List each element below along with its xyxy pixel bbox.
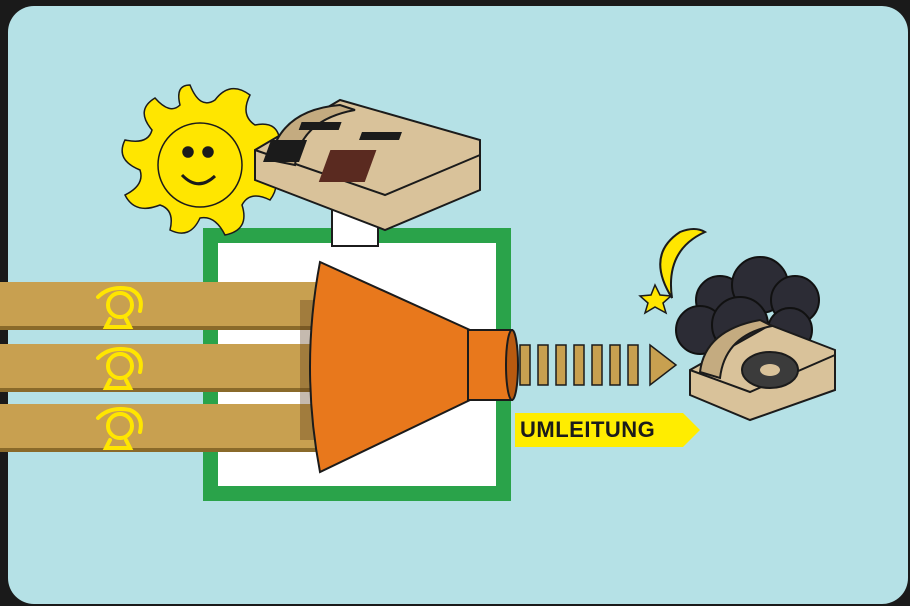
desk-phone-icon bbox=[255, 100, 480, 230]
tube-middle bbox=[0, 344, 330, 390]
redirect-line bbox=[520, 345, 676, 385]
tube-top bbox=[0, 282, 330, 328]
tubes bbox=[0, 282, 330, 452]
tube-bottom bbox=[0, 404, 330, 450]
redirect-label: UMLEITUNG bbox=[520, 417, 655, 443]
